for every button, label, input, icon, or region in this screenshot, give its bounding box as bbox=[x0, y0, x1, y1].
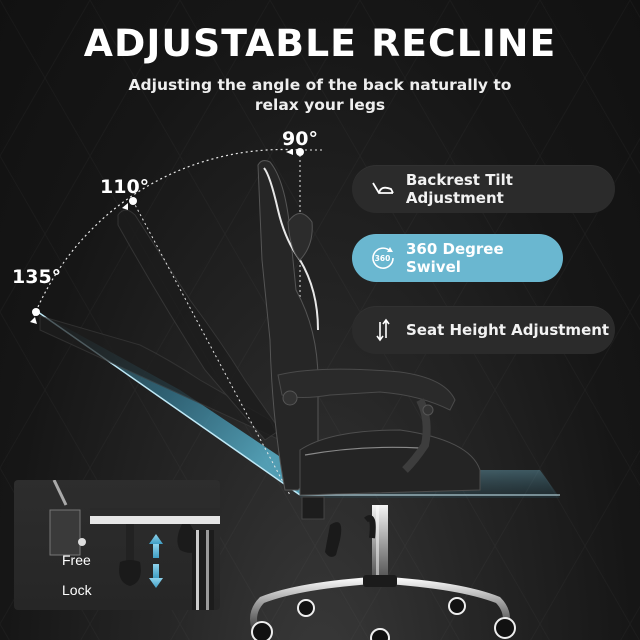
feature-label: Backrest Tilt Adjustment bbox=[405, 171, 513, 207]
star-base bbox=[250, 575, 510, 637]
gas-lift bbox=[372, 505, 388, 585]
feature-seat-height[interactable]: Seat Height Adjustment bbox=[352, 306, 615, 354]
angle-label-110: 110° bbox=[100, 176, 150, 198]
swivel-360-icon: 360 bbox=[370, 245, 396, 271]
svg-text:360: 360 bbox=[375, 254, 391, 263]
lever-lock-label: Lock bbox=[62, 582, 92, 598]
lever-detail-inset: Free Lock bbox=[14, 480, 220, 610]
angle-point-90 bbox=[296, 148, 304, 156]
lever-free-label: Free bbox=[62, 552, 91, 568]
chair-backrest bbox=[257, 160, 319, 491]
angle-label-135: 135° bbox=[12, 266, 62, 288]
down-arrow-icon bbox=[149, 564, 163, 588]
recline-icon bbox=[370, 176, 396, 202]
casters bbox=[251, 597, 516, 640]
angle-label-90: 90° bbox=[282, 128, 318, 150]
page-subtitle: Adjusting the angle of the back naturall… bbox=[128, 76, 512, 114]
feature-360-swivel[interactable]: 360 360 Degree Swivel bbox=[352, 234, 563, 282]
feature-backrest-tilt[interactable]: Backrest Tilt Adjustment bbox=[352, 165, 615, 213]
page-title: ADJUSTABLE RECLINE bbox=[83, 22, 557, 65]
angle-point-110 bbox=[129, 197, 137, 205]
feature-label: 360 Degree Swivel bbox=[406, 240, 504, 276]
feature-label: Seat Height Adjustment bbox=[406, 321, 610, 339]
angle-point-135 bbox=[32, 308, 40, 316]
up-arrow-icon bbox=[149, 534, 163, 558]
height-arrows-icon bbox=[370, 317, 396, 343]
chair-armrest bbox=[277, 368, 456, 411]
chair-seat bbox=[299, 429, 481, 496]
lever-illustration bbox=[49, 480, 220, 610]
